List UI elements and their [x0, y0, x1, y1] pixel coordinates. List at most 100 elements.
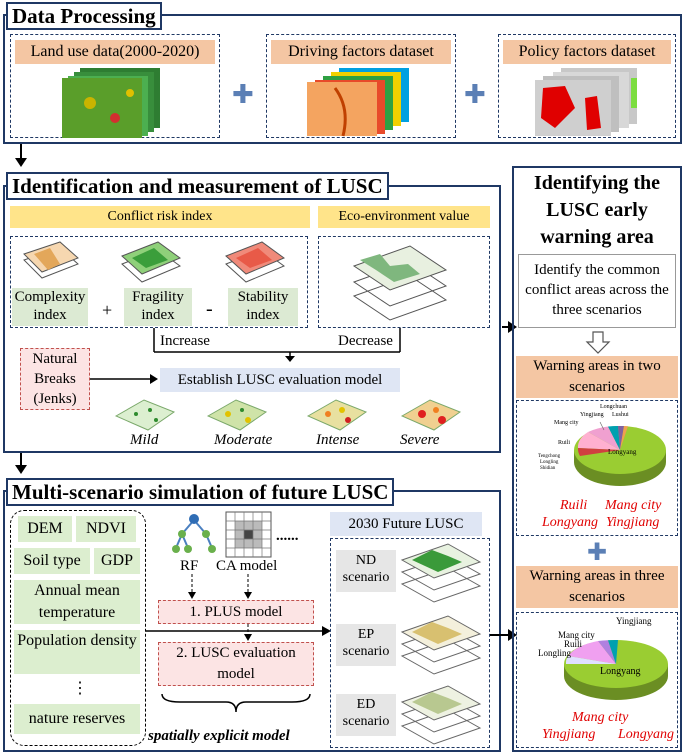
level-moderate: Moderate [214, 432, 273, 448]
land-use-label: Land use data(2000-2020) [15, 40, 215, 64]
plus-operator: + [102, 300, 113, 320]
data-processing-panel [3, 14, 682, 144]
hollow-arrow-down [585, 331, 611, 354]
three-red-longyang: Longyang [618, 727, 674, 742]
three-scenarios-box [516, 612, 678, 748]
pie2-label-ruili: Ruili [558, 440, 571, 446]
eco-value-map-stack [352, 245, 448, 321]
establish-model-box: Establish LUSC evaluation model [160, 368, 400, 392]
three-scenarios-pie [564, 639, 668, 700]
pie3-label-longyang: Longyang [600, 666, 641, 677]
ep-scenario-label: EP scenario [336, 624, 396, 666]
plus-icon-2: ✚ [464, 80, 486, 109]
rf-label: RF [180, 558, 199, 574]
two-scenarios-box [516, 400, 678, 536]
plus-model-box: 1. PLUS model [158, 600, 314, 624]
ed-scenario-map [400, 685, 482, 745]
factor-soil-type: Soil type [14, 548, 90, 574]
nd-scenario-map [400, 543, 482, 603]
driving-factors-map-stack [307, 68, 409, 137]
land-use-map-stack [62, 68, 160, 138]
warning-title: Identifying the LUSC early warning area [533, 172, 661, 248]
pie3-label-ruili: Ruili [564, 639, 583, 649]
ca-model-label: CA model [216, 558, 278, 574]
multi-scenario-title: Multi-scenario simulation of future LUSC [6, 478, 395, 506]
eco-value-label: Eco-environment value [318, 206, 490, 228]
ed-scenario-label: ED scenario [336, 694, 396, 736]
driving-factors-box [266, 34, 456, 138]
arrow-to-2030 [146, 626, 331, 636]
severe-map [400, 399, 462, 431]
moderate-map [206, 399, 268, 431]
arrow-down-1 [15, 144, 27, 167]
decrease-label: Decrease [338, 333, 393, 349]
intense-map [306, 399, 368, 431]
fragility-index-label: Fragility index [124, 288, 192, 326]
conflict-risk-index-label: Conflict risk index [10, 206, 310, 228]
rf-tree-icon [172, 514, 216, 553]
three-scenarios-title: Warning areas in three scenarios [516, 566, 678, 608]
conflict-risk-box [10, 236, 308, 328]
pie3-label-mangcity: Mang city [558, 630, 595, 640]
complexity-map-stack [23, 241, 79, 279]
plus-icon: ✚ [232, 80, 254, 109]
stability-map-stack [225, 241, 286, 283]
pie2-label-yingjiang: Yingjiang [580, 412, 604, 418]
data-processing-title: Data Processing [6, 2, 162, 30]
lusc-eval-box: 2. LUSC evaluation model [158, 642, 314, 686]
three-red-yingjiang: Yingjiang [542, 727, 596, 742]
pie2-label-lushui: Lushui [612, 412, 629, 418]
factor-nature-reserves: nature reserves [14, 704, 140, 734]
factor-dem: DEM [18, 516, 72, 542]
future-lusc-box [330, 538, 490, 748]
arrow-down-2 [15, 453, 27, 474]
driving-factors-label: Driving factors dataset [271, 40, 451, 64]
fragility-map-stack [121, 241, 182, 283]
pie2-label-tengchong: Tengchong [538, 454, 561, 459]
factor-population: Population density [14, 630, 140, 674]
increase-label: Increase [160, 333, 210, 349]
two-scenarios-title: Warning areas in two scenarios [516, 356, 678, 398]
complexity-index-label: Complexity index [12, 288, 88, 326]
nd-scenario-label: ND scenario [336, 550, 396, 592]
natural-breaks-box: Natural Breaks (Jenks) [20, 348, 90, 410]
pie2-label-longchuan: Longchuan [600, 404, 627, 410]
policy-factors-label: Policy factors dataset [503, 40, 671, 64]
three-red-mangcity: Mang city [572, 710, 629, 725]
pie3-label-longling: Longling [538, 648, 571, 658]
identify-text-box: Identify the common conflict areas acros… [518, 254, 676, 328]
two-red-mangcity: Mang city [605, 498, 662, 513]
stability-index-label: Stability index [228, 288, 298, 326]
two-scenarios-pie [574, 421, 666, 486]
brace [161, 693, 311, 713]
pie2-label-shidian: Shidian [540, 466, 556, 471]
pie3-label-yingjiang: Yingjiang [616, 616, 652, 626]
spatially-explicit-label: spatially explicit model [148, 728, 290, 744]
factor-temperature: Annual mean temperature [14, 580, 140, 624]
level-severe: Severe [400, 432, 440, 448]
eco-value-box [318, 236, 490, 328]
factor-ndvi: NDVI [76, 516, 136, 542]
dashed-arrows-to-plus [188, 574, 252, 599]
future-lusc-title: 2030 Future LUSC [330, 512, 482, 536]
warning-panel [512, 166, 682, 752]
two-red-yingjiang: Yingjiang [606, 515, 660, 530]
arrow-natural-breaks [90, 374, 158, 384]
level-mild: Mild [130, 432, 159, 448]
ca-grid-icon [225, 511, 272, 558]
pie2-label-mangcity: Mang city [554, 420, 579, 426]
dashed-arrow-to-eval [244, 624, 252, 641]
factor-gdp: GDP [94, 548, 140, 574]
policy-factors-map-stack [535, 68, 637, 136]
identification-title: Identification and measurement of LUSC [6, 172, 389, 200]
pie2-label-longling: Longling [540, 460, 559, 465]
pie2-label-longyang: Longyang [608, 448, 637, 456]
factor-list-box [10, 510, 146, 746]
plus-icon-3: ✚ [587, 540, 608, 566]
increase-decrease-connector [153, 328, 401, 362]
mild-map [114, 399, 176, 431]
two-red-ruili: Ruili [560, 498, 588, 513]
minus-operator: - [206, 298, 213, 320]
two-red-longyang: Longyang [542, 515, 598, 530]
